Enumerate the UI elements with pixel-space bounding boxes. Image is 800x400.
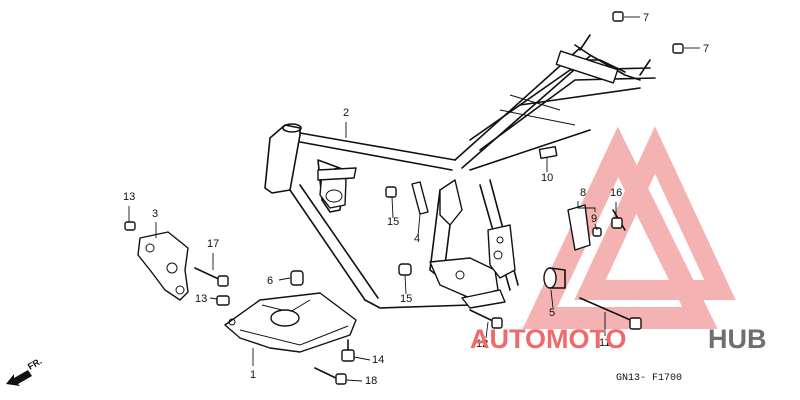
diagram-code: GN13- F1700 [616, 373, 682, 384]
watermark-brand-part1: AUTOMOTO [470, 324, 627, 354]
watermark-text: AUTOMOTO HUB [470, 324, 767, 354]
callout-c8: 8 [580, 187, 586, 199]
bracket-part-3 [137, 231, 189, 301]
callout-c16: 16 [610, 187, 622, 199]
callout-c12: 12 [476, 338, 488, 350]
callout-c4: 4 [414, 233, 420, 245]
callout-c13b: 13 [195, 293, 207, 305]
callout-c7a: 7 [643, 12, 649, 24]
callout-c17: 17 [207, 238, 219, 250]
callout-c18: 18 [365, 375, 377, 387]
callout-c14: 14 [372, 354, 384, 366]
hardware [124, 11, 684, 385]
callout-c10: 10 [541, 172, 553, 184]
callout-c11: 11 [599, 337, 610, 349]
front-direction-arrow: FR. [6, 356, 44, 386]
callout-c15a: 15 [387, 216, 399, 228]
front-direction-label: FR. [26, 356, 44, 372]
callout-c7b: 7 [703, 43, 709, 55]
callout-c2: 2 [343, 107, 349, 119]
main-frame [264, 34, 656, 309]
callout-c5: 5 [549, 307, 555, 319]
callout-c1: 1 [250, 369, 256, 381]
callout-c3: 3 [152, 208, 158, 220]
watermark-logo [522, 126, 736, 329]
callout-c9: 9 [591, 213, 597, 225]
callout-c15b: 15 [400, 293, 412, 305]
leader-lines [128, 16, 700, 382]
watermark-brand-part2: HUB [708, 324, 767, 354]
callout-c13a: 13 [123, 191, 135, 203]
skid-plate-part-1 [224, 292, 357, 353]
callout-c6: 6 [267, 275, 273, 287]
